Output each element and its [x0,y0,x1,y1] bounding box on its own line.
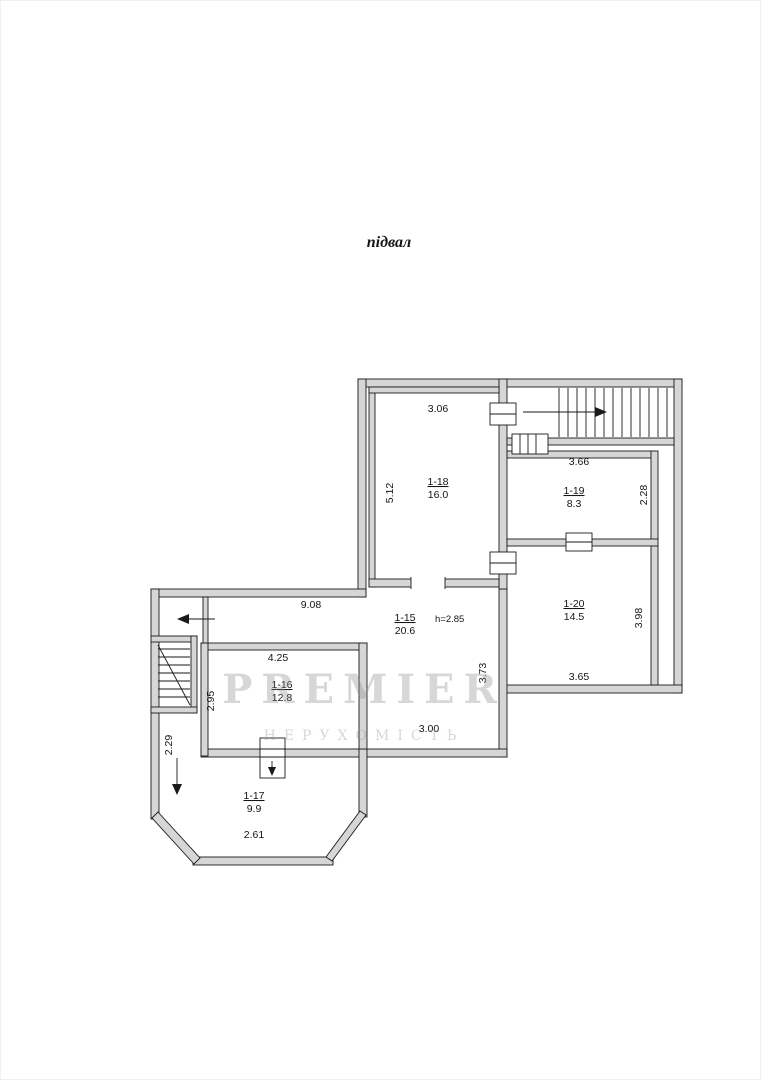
room-id-label: 1-16 [271,679,292,691]
entry-direction-arrow-icon [177,614,189,624]
wall-left [150,588,160,820]
wall-stairhall-bottom [506,437,675,446]
wall-top [357,378,683,388]
watermark: PREMIER НЕРУХОМІСТЬ [222,666,506,744]
dimension-label: 9.08 [301,599,322,611]
room-id-label: 1-20 [563,598,584,610]
wall-room16-right [358,642,368,750]
left-stairs [157,614,215,706]
room-id-label: 1-18 [427,476,448,488]
wall-corridor-stub [202,596,209,644]
door-symbol-room18-bottom [489,551,517,575]
room-area-label: 8.3 [567,498,582,510]
down-arrow-icon [172,784,182,795]
wall-room18-left [368,386,376,588]
room-area-label: 20.6 [395,625,416,637]
wall-stair-compartment-bottom [150,706,198,714]
wall-stair-compartment-top [150,635,198,643]
wall-block-bottom [505,684,683,694]
wall-upper-left [357,378,367,598]
dimension-label: 3.06 [428,403,449,415]
wall-room18-stairs-divider [498,378,508,590]
top-right-stairs [523,388,668,437]
room-area-label: 16.0 [428,489,449,501]
room17-direction-arrow [172,758,182,795]
door-symbol-rooms19-20 [565,532,593,552]
dimension-label: 2.61 [244,829,265,841]
room-ceiling-height-label: h=2.85 [435,614,464,625]
flue-arrow-icon [268,767,276,776]
wall-mid-bottom [200,748,508,758]
wall-chamfer-left [151,811,201,865]
room-area-label: 14.5 [564,611,585,623]
plan-title: підвал [367,234,412,251]
steps-symbol-stairhall [511,433,549,455]
stairs-diagonal-line [157,644,191,706]
wall-room16-top [200,642,368,651]
stairs-direction-arrow-icon [595,407,607,417]
opening-room18-to-room15 [410,577,446,589]
room-area-label: 9.9 [247,803,262,815]
dimension-labels: 3.06 5.12 3.66 2.28 3.98 3.65 9.08 4.25 … [163,403,650,841]
wall-rooms19-20-right [650,450,659,686]
dimension-label: 4.25 [268,652,289,664]
room-labels: 1-18 16.0 1-19 8.3 1-20 14.5 1-15 20.6 h… [243,476,584,815]
room-id-label: 1-19 [563,485,584,497]
dimension-label: 3.73 [477,663,489,684]
wall-chamfer-right [325,810,367,862]
wall-room18-top [368,386,500,394]
dimension-label: 3.00 [419,723,440,735]
dimension-label: 3.65 [569,671,590,683]
room-id-label: 1-17 [243,790,264,802]
dimension-label: 2.28 [638,485,650,506]
dimension-label: 3.66 [569,456,590,468]
dimension-label: 3.98 [633,608,645,629]
room-area-label: 12.8 [272,692,293,704]
wall-bottom [192,856,334,866]
wall-right [673,378,683,694]
watermark-brand-text: PREMIER [222,666,506,713]
flue-symbol [259,737,286,779]
dimension-label: 2.95 [205,691,217,712]
wall-mid-top [150,588,367,598]
door-symbols [410,402,593,589]
dimension-label: 2.29 [163,735,175,756]
watermark-subtitle-text: НЕРУХОМІСТЬ [264,728,465,744]
dimension-label: 5.12 [384,483,396,504]
wall-stair-compartment-right [190,635,198,714]
door-symbol-room18-top [489,402,517,426]
wall-room17-right [358,748,368,818]
room-id-label: 1-15 [394,612,415,624]
walls [150,378,683,866]
